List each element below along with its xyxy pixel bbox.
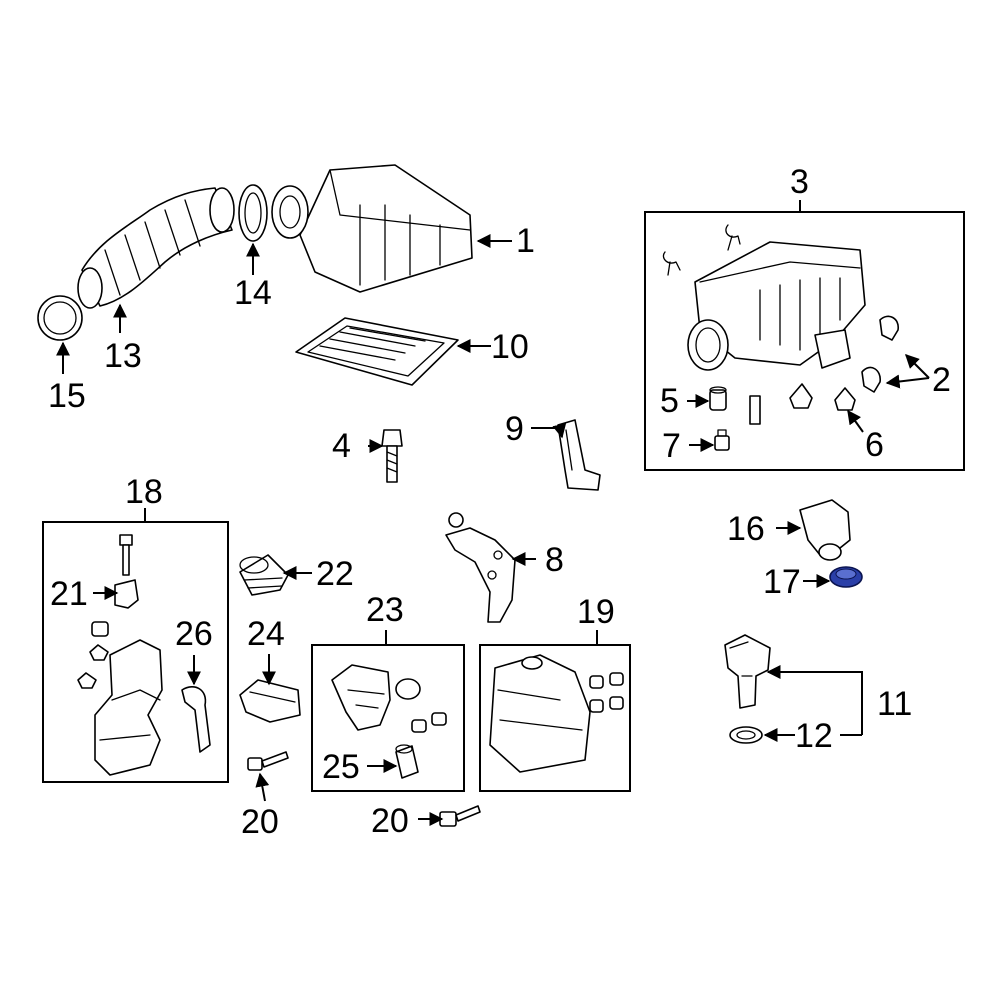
air-cleaner-case-part[interactable]	[687, 241, 866, 371]
callout-24: 24	[247, 615, 285, 653]
callout-20-left: 20	[241, 803, 279, 841]
intake-tube-part[interactable]	[77, 187, 235, 309]
resonator-chamber-part-18[interactable]	[94, 639, 163, 776]
clip-parts-3[interactable]	[662, 224, 741, 276]
callout-18: 18	[125, 473, 163, 511]
duct-part-26[interactable]	[181, 686, 211, 753]
bracket-part-21[interactable]	[114, 579, 139, 609]
callout-14: 14	[234, 274, 272, 312]
duct-part-23[interactable]	[331, 664, 421, 731]
callout-26: 26	[175, 615, 213, 653]
seal-part-24[interactable]	[239, 679, 301, 723]
callout-3: 3	[790, 163, 809, 201]
callout-5: 5	[660, 382, 679, 420]
grommet-parts-19[interactable]	[589, 672, 624, 713]
bracket-part-9[interactable]	[557, 419, 601, 491]
grommet-part-5[interactable]	[709, 386, 727, 411]
grommet-parts-23[interactable]	[411, 712, 447, 733]
group-box-19	[479, 644, 631, 792]
air-filter-part[interactable]	[295, 317, 459, 386]
group-box-18	[42, 521, 229, 783]
callout-11: 11	[877, 685, 912, 723]
callout-16: 16	[727, 510, 765, 548]
clip-parts-2[interactable]	[861, 315, 899, 393]
group-box-3	[644, 211, 965, 471]
callout-21: 21	[50, 575, 88, 613]
grommet-parts-18[interactable]	[77, 621, 109, 689]
group-box-23	[311, 644, 465, 792]
clamp-part-14[interactable]	[238, 184, 268, 242]
callout-20-right: 20	[371, 802, 409, 840]
callout-1: 1	[516, 222, 535, 260]
sensor-part-11[interactable]	[724, 634, 771, 709]
callout-25: 25	[322, 748, 360, 786]
air-cleaner-cover-part[interactable]	[271, 164, 473, 293]
duct-part-22[interactable]	[239, 554, 289, 596]
bolt-part-4[interactable]	[381, 429, 403, 483]
callout-15: 15	[48, 377, 86, 415]
callout-9: 9	[505, 410, 524, 448]
callout-2: 2	[932, 361, 951, 399]
duct-part-25[interactable]	[395, 744, 419, 779]
callout-13: 13	[104, 337, 142, 375]
resonator-part-19[interactable]	[489, 654, 591, 773]
grommet-part[interactable]	[789, 383, 813, 409]
bolt-part-20-left[interactable]	[247, 751, 289, 771]
callout-6: 6	[865, 426, 884, 464]
resonator-part-16[interactable]	[799, 499, 851, 561]
bolt-part-7[interactable]	[714, 429, 730, 451]
callout-7: 7	[662, 427, 681, 465]
callout-19: 19	[577, 593, 615, 631]
callout-22: 22	[316, 555, 354, 593]
bolt-part-18[interactable]	[119, 534, 133, 576]
grommet-part-6[interactable]	[834, 387, 856, 411]
pin-part[interactable]	[749, 395, 761, 425]
callout-23: 23	[366, 591, 404, 629]
callout-17: 17	[763, 563, 801, 601]
callout-10: 10	[491, 328, 529, 366]
clamp-part-15[interactable]	[37, 295, 83, 341]
callout-12: 12	[795, 717, 833, 755]
clamp-part-17-highlighted[interactable]	[829, 566, 863, 588]
callout-8: 8	[545, 541, 564, 579]
callout-4: 4	[332, 427, 351, 465]
callout-labels: 1 2 3 4 5 6 7 8 9 10 11 12 13 14 15 16 1…	[48, 163, 951, 841]
leader-lines	[56, 200, 930, 826]
bolt-part-20-right[interactable]	[439, 805, 481, 827]
bracket-part-8[interactable]	[445, 512, 516, 623]
o-ring-part-12[interactable]	[729, 726, 763, 744]
